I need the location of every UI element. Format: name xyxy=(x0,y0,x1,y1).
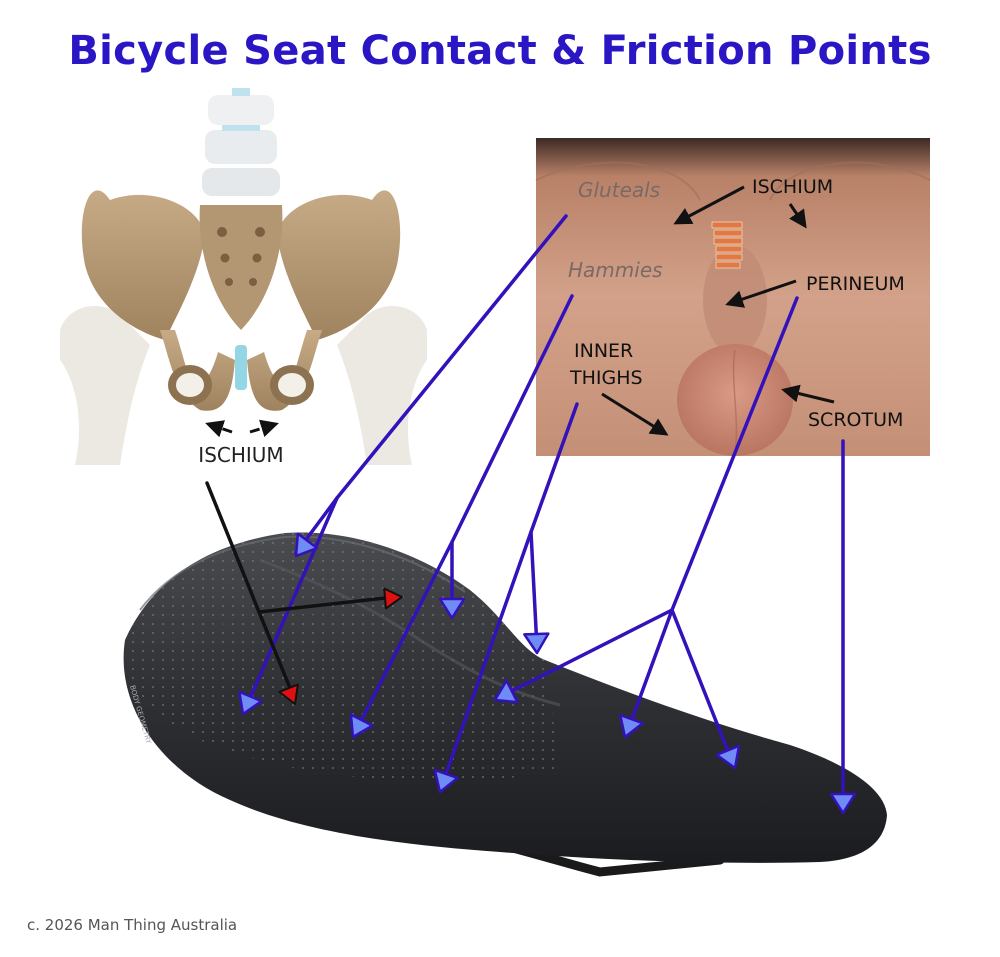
label-inner-thighs-1: INNER xyxy=(574,340,633,362)
ischium-pointer-heads xyxy=(278,587,403,705)
page-title: Bicycle Seat Contact & Friction Points xyxy=(68,28,932,74)
label-scrotum: SCROTUM xyxy=(808,409,903,431)
pelvis-ischium-label: ISCHIUM xyxy=(198,443,283,467)
ischium-pointer-lines xyxy=(205,481,387,690)
contact-pointer-lines xyxy=(243,214,845,810)
pelvis-illustration xyxy=(60,88,427,465)
copyright-notice: c. 2026 Man Thing Australia xyxy=(27,916,238,934)
photo-black-arrows xyxy=(601,185,835,436)
pelvis-ischium-arrows xyxy=(205,419,279,438)
label-photo-ischium: ISCHIUM xyxy=(752,176,833,198)
label-gluteals: Gluteals xyxy=(578,178,660,202)
label-inner-thighs-2: THIGHS xyxy=(569,367,643,389)
label-perineum: PERINEUM xyxy=(806,273,905,295)
contact-pointer-heads xyxy=(238,532,857,815)
label-hammies: Hammies xyxy=(568,258,663,282)
